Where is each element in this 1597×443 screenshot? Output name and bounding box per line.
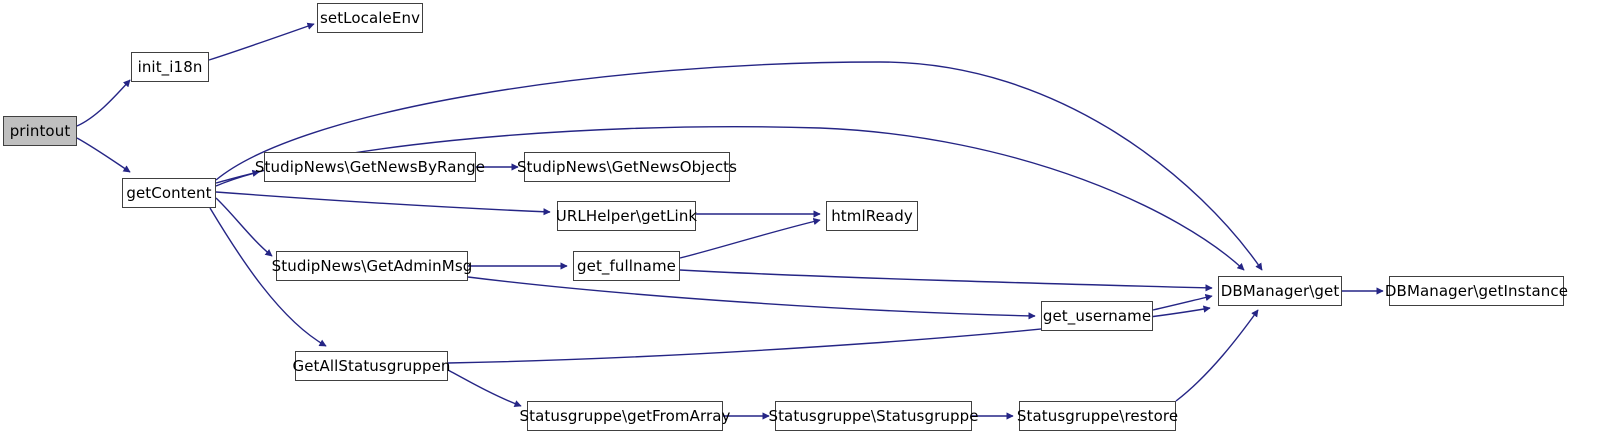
graph-node-getFromArray[interactable]: Statusgruppe\getFromArray xyxy=(520,401,730,431)
graph-node-htmlReady[interactable]: htmlReady xyxy=(826,201,918,231)
graph-node-label: URLHelper\getLink xyxy=(555,206,698,225)
graph-node-label: get_fullname xyxy=(577,256,676,275)
graph-node-label: Statusgruppe\restore xyxy=(1016,406,1179,425)
graph-node-statusgruppe[interactable]: Statusgruppe\Statusgruppe xyxy=(768,401,978,431)
graph-node-label: GetAllStatusgruppen xyxy=(292,356,451,375)
graph-node-getLink[interactable]: URLHelper\getLink xyxy=(556,201,697,231)
graph-node-get_username[interactable]: get_username xyxy=(1041,301,1153,331)
graph-node-get_fullname[interactable]: get_fullname xyxy=(573,251,680,281)
graph-node-dbm_get[interactable]: DBManager\get xyxy=(1218,276,1342,306)
graph-node-label: StudipNews\GetNewsByRange xyxy=(254,157,486,176)
graph-node-label: setLocaleEnv xyxy=(319,8,421,27)
graph-node-label: init_i18n xyxy=(137,57,203,76)
graph-node-printout[interactable]: printout xyxy=(3,116,77,146)
graph-node-getNewsObjects[interactable]: StudipNews\GetNewsObjects xyxy=(517,152,737,182)
graph-node-getAllStatus[interactable]: GetAllStatusgruppen xyxy=(293,351,450,381)
graph-node-label: getContent xyxy=(126,183,212,202)
graph-node-getContent[interactable]: getContent xyxy=(122,178,216,208)
graph-node-setLocaleEnv[interactable]: setLocaleEnv xyxy=(317,3,423,33)
graph-node-label: DBManager\get xyxy=(1220,281,1340,300)
graph-node-label: Statusgruppe\getFromArray xyxy=(519,406,731,425)
graph-node-getNewsByRange[interactable]: StudipNews\GetNewsByRange xyxy=(255,152,485,182)
graph-node-restore[interactable]: Statusgruppe\restore xyxy=(1017,401,1178,431)
graph-node-label: get_username xyxy=(1042,306,1152,325)
graph-node-dbm_getInstance[interactable]: DBManager\getInstance xyxy=(1385,276,1568,306)
graph-node-label: printout xyxy=(9,121,71,140)
graph-node-label: StudipNews\GetAdminMsg xyxy=(271,256,473,275)
graph-node-label: Statusgruppe\Statusgruppe xyxy=(768,406,979,425)
graph-node-getAdminMsg[interactable]: StudipNews\GetAdminMsg xyxy=(272,251,472,281)
graph-node-label: DBManager\getInstance xyxy=(1384,281,1569,300)
graph-node-init_i18n[interactable]: init_i18n xyxy=(131,52,209,82)
graph-node-label: StudipNews\GetNewsObjects xyxy=(516,157,738,176)
graph-node-label: htmlReady xyxy=(831,206,913,225)
